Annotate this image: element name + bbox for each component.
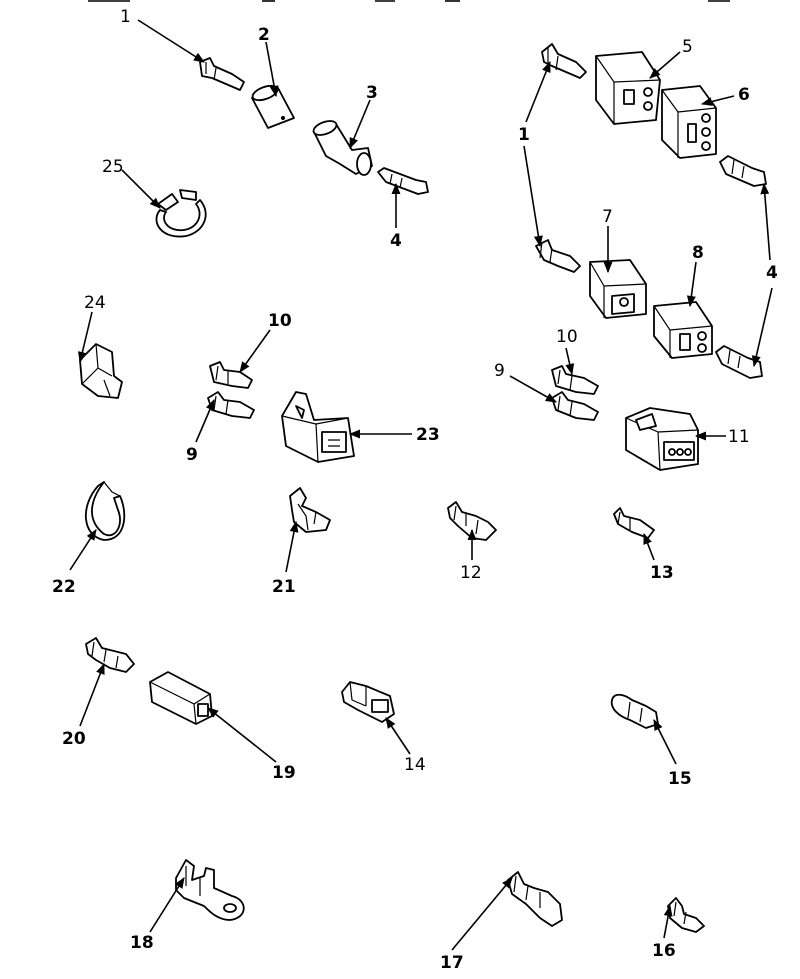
callout-14: 14 (404, 755, 426, 775)
callout-labels: 1 2 3 4 25 5 6 1 7 8 4 24 10 9 23 10 9 1… (52, 7, 778, 973)
callout-12: 12 (460, 563, 482, 583)
leader-1b-down (523, 145, 543, 248)
part-8-connector (653, 301, 713, 359)
leader-9a (195, 398, 215, 443)
part-16-terminal (667, 897, 705, 933)
part-23-connector-housing (281, 391, 355, 463)
part-22-wire-clip (84, 481, 126, 541)
part-10-terminal-right (551, 365, 599, 395)
leader-3 (349, 99, 371, 150)
part-24-mounting-bracket (79, 343, 123, 399)
callout-4-top: 4 (390, 231, 402, 251)
part-21-retaining-clip (289, 487, 331, 533)
callout-10-right: 10 (556, 327, 578, 347)
leader-2 (265, 41, 279, 98)
part-11-connector-housing (625, 407, 699, 471)
callout-4-right: 4 (766, 263, 778, 283)
callout-1-right: 1 (518, 125, 530, 145)
part-6-connector (661, 85, 717, 159)
part-1-terminal-mid-right (535, 239, 581, 273)
leader-1a (137, 19, 205, 63)
part-12-terminal (447, 501, 497, 541)
callout-8: 8 (692, 243, 704, 263)
part-4-terminal-right-lower (715, 345, 763, 379)
leader-19 (207, 707, 277, 763)
part-19-connector-block (149, 671, 213, 725)
callout-21: 21 (272, 577, 296, 597)
leader-20 (79, 662, 105, 727)
part-9-terminal-left (207, 391, 255, 419)
callout-24: 24 (84, 293, 106, 313)
callout-16: 16 (652, 941, 676, 961)
callout-15: 15 (668, 769, 692, 789)
callout-1-top-left: 1 (120, 7, 131, 27)
leader-4b-up (760, 182, 771, 261)
part-18-ring-terminal (175, 859, 245, 921)
callout-20: 20 (62, 729, 86, 749)
callout-22: 22 (52, 577, 76, 597)
part-17-terminal (507, 871, 563, 927)
part-1-terminal-top-left (199, 57, 245, 91)
callout-11: 11 (728, 427, 750, 447)
leader-10a (239, 329, 271, 373)
part-7-connector (589, 259, 647, 319)
callout-10-left: 10 (268, 311, 292, 331)
callout-5: 5 (682, 37, 693, 57)
leader-10b (565, 347, 575, 376)
part-9-terminal-right (551, 391, 599, 421)
leader-18 (149, 877, 185, 933)
part-5-connector (595, 51, 661, 125)
callout-19: 19 (272, 763, 296, 783)
leader-14 (385, 717, 411, 755)
leader-1b-up (525, 60, 551, 123)
part-10-terminal-left (209, 361, 253, 389)
leader-4b-down (751, 287, 773, 368)
callout-9-left: 9 (186, 445, 198, 465)
callout-25: 25 (102, 157, 124, 177)
leader-9b (509, 375, 557, 403)
leader-17 (451, 877, 513, 951)
part-20-terminal (85, 637, 135, 673)
part-4-terminal-top (377, 167, 429, 195)
leader-13 (643, 532, 655, 561)
callout-13: 13 (650, 563, 674, 583)
part-3-connector-housing (312, 120, 373, 176)
callout-17: 17 (440, 953, 464, 973)
callout-3: 3 (366, 83, 378, 103)
leader-6 (700, 95, 735, 106)
leader-5 (649, 51, 681, 79)
callout-23: 23 (416, 425, 440, 445)
part-2-insulating-sleeve (251, 84, 295, 129)
callout-18: 18 (130, 933, 154, 953)
leader-22 (69, 529, 97, 571)
leader-25 (121, 169, 161, 209)
leader-8 (686, 261, 697, 308)
leader-15 (653, 718, 677, 765)
part-14-terminal (341, 681, 395, 723)
part-13-terminal (613, 507, 655, 539)
part-4-terminal-right-upper (719, 155, 767, 187)
part-15-terminal (610, 693, 659, 729)
part-25-cable-clamp (155, 189, 207, 238)
callout-2: 2 (258, 25, 270, 45)
leader-24 (77, 311, 93, 364)
callout-6: 6 (738, 85, 750, 105)
part-1-terminal-top-right (541, 43, 587, 79)
leader-21 (285, 520, 299, 573)
callout-7: 7 (602, 207, 613, 227)
callout-9-right: 9 (494, 361, 505, 381)
leader-lines (69, 19, 773, 951)
leader-16 (663, 904, 673, 939)
